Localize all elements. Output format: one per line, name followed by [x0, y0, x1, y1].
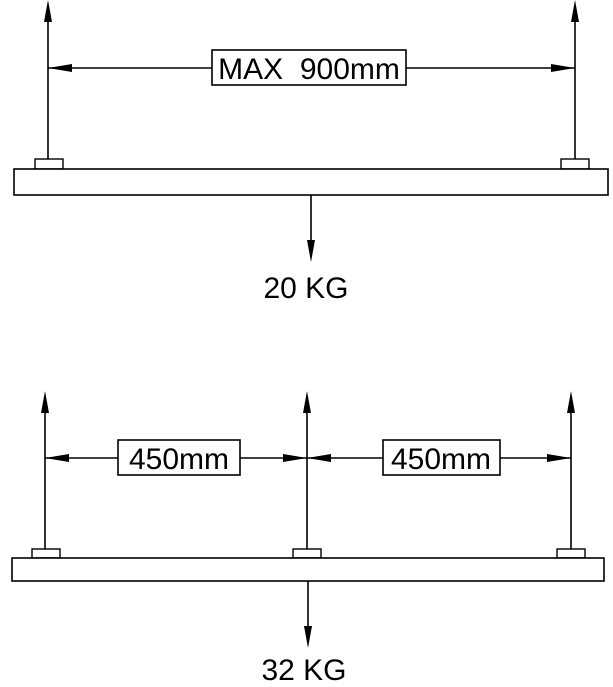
- bottom-right-span-dimension: 450mm: [307, 439, 571, 476]
- top-right-support-arrow: [571, 0, 579, 163]
- bottom-left-pad: [31, 548, 61, 559]
- top-span-dimension: MAX 900mm: [48, 49, 575, 86]
- top-load-arrow: [307, 195, 315, 262]
- bottom-right-support-arrow: [567, 391, 575, 550]
- bottom-load-arrow: [304, 581, 312, 648]
- top-right-pad: [560, 158, 590, 170]
- top-load-label: 20 KG: [263, 272, 348, 305]
- bottom-middle-support-arrow: [303, 391, 311, 550]
- top-left-support-arrow: [44, 0, 52, 163]
- top-left-pad: [34, 158, 64, 170]
- bottom-load-label: 32 KG: [261, 654, 346, 687]
- bottom-right-pad: [556, 548, 586, 559]
- bottom-right-span-label: 450mm: [391, 443, 491, 476]
- top-shelf-plank: [13, 168, 609, 196]
- bottom-left-span-label: 450mm: [129, 443, 229, 476]
- bottom-left-span-dimension: 450mm: [45, 439, 307, 476]
- bottom-shelf-plank: [11, 557, 605, 582]
- bottom-left-support-arrow: [41, 391, 49, 550]
- top-shelf-diagram: MAX 900mm 20 KG: [13, 0, 609, 305]
- bottom-shelf-diagram: 450mm 450mm 32 KG: [11, 391, 605, 687]
- bottom-middle-pad: [292, 548, 322, 559]
- top-span-label: MAX 900mm: [218, 53, 400, 86]
